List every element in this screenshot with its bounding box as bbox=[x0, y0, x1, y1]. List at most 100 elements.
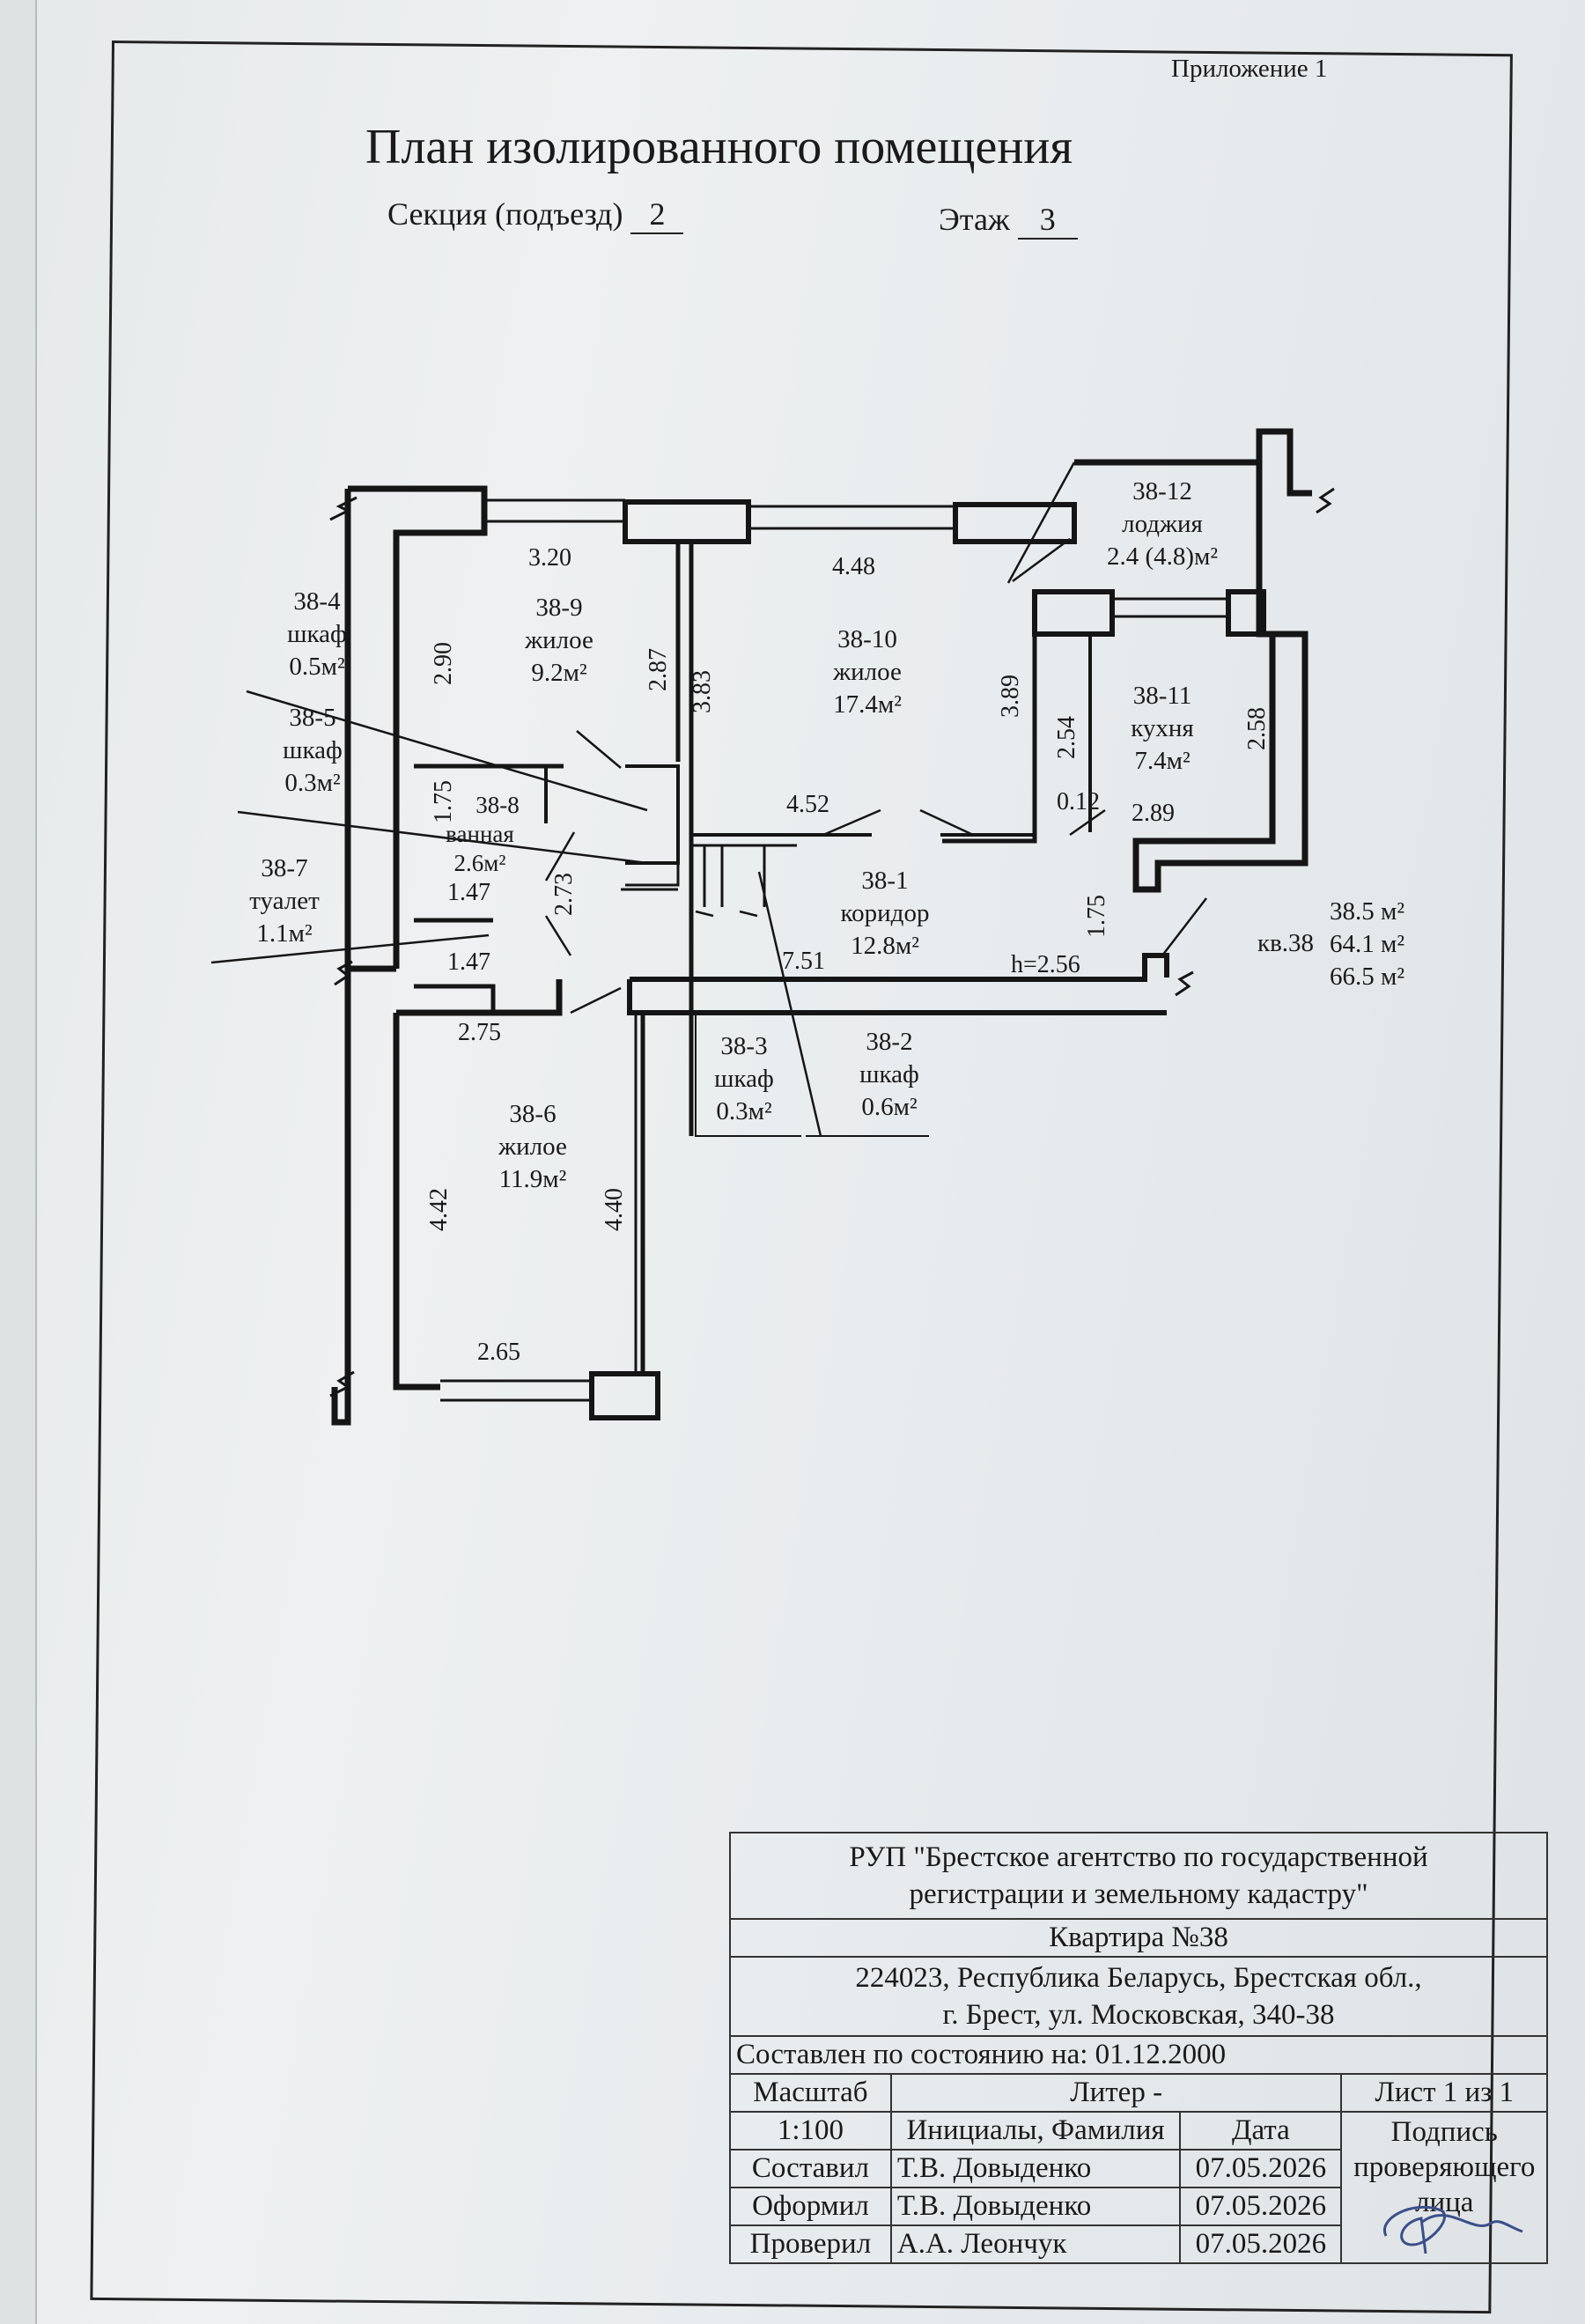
door-swing bbox=[739, 910, 758, 918]
room-id: 38-8 bbox=[476, 792, 520, 818]
room-38-7-label: 38-7 туалет 1.1м² bbox=[227, 852, 342, 950]
signature-cell: Подпись проверяющего лица bbox=[1340, 2111, 1548, 2264]
dimension: 2.89 bbox=[1132, 800, 1175, 827]
wall-north bbox=[348, 485, 488, 969]
dimension: 1.75 bbox=[1083, 895, 1110, 938]
area-total-with-loggia: 66.5 м² bbox=[1330, 963, 1405, 991]
room-id: 38-9 bbox=[535, 594, 583, 622]
row-name: Т.В. Довыденко bbox=[889, 2187, 1182, 2226]
row-role: Составил bbox=[729, 2149, 892, 2188]
notebook-edge bbox=[0, 0, 37, 2324]
door-swing bbox=[544, 831, 576, 882]
door-swing bbox=[544, 915, 572, 956]
sheet-label: Лист 1 из 1 bbox=[1340, 2073, 1548, 2113]
room-name: шкаф bbox=[859, 1060, 919, 1088]
row-name: А.А. Леончук bbox=[889, 2224, 1182, 2264]
room-id: 38-2 bbox=[866, 1028, 913, 1056]
door-swing bbox=[919, 808, 974, 837]
door-swing bbox=[695, 910, 714, 918]
leader-line bbox=[237, 810, 648, 865]
room-area: 9.2м² bbox=[531, 659, 587, 687]
loggia-wall bbox=[1074, 428, 1312, 497]
wall-pier bbox=[1226, 589, 1266, 637]
room-name: шкаф bbox=[287, 620, 347, 648]
room-area: 0.3м² bbox=[716, 1097, 772, 1125]
row-name: Т.В. Довыденко bbox=[889, 2149, 1182, 2188]
dimension: 4.48 bbox=[832, 553, 875, 580]
address-line: г. Брест, ул. Московская, 340-38 bbox=[942, 1999, 1335, 2031]
floor-label: Этаж bbox=[939, 202, 1010, 237]
section-label: Секция (подъезд) bbox=[387, 196, 623, 232]
room-area: 0.3м² bbox=[284, 769, 341, 797]
wall-pier bbox=[1032, 589, 1115, 637]
area-total: 64.1 м² bbox=[1330, 930, 1405, 958]
floor-value: 3 bbox=[1017, 201, 1078, 240]
dimension: 2.73 bbox=[550, 873, 578, 916]
date-column-header: Дата bbox=[1179, 2111, 1343, 2151]
row-role: Оформил bbox=[729, 2187, 892, 2226]
organization-line: регистрации и земельному кадастру" bbox=[909, 1878, 1368, 1910]
room-38-8-label: 38-8 ванная 2.6м² bbox=[431, 791, 528, 878]
section-field: Секция (подъезд) 2 bbox=[387, 196, 684, 234]
table-row: Составил Т.В. Довыденко 07.05.2026 bbox=[729, 2149, 1547, 2188]
wall-corridor-south bbox=[627, 953, 1169, 1015]
door-swing bbox=[1069, 808, 1106, 837]
leader-line bbox=[246, 690, 648, 812]
room-38-9-label: 38-9 жилое 9.2м² bbox=[506, 592, 612, 690]
room-name: кухня bbox=[1131, 714, 1194, 742]
room-id: 38-7 bbox=[261, 854, 308, 882]
state-cell: Составлен по состоянию на: 01.12.2000 bbox=[729, 2035, 1548, 2075]
room-id: 38-12 bbox=[1132, 477, 1192, 505]
dimension: 3.83 bbox=[689, 670, 716, 713]
room-38-2-label: 38-2 шкаф 0.6м² bbox=[841, 1026, 938, 1124]
break-mark bbox=[1175, 970, 1194, 997]
dimension: 2.54 bbox=[1053, 716, 1080, 759]
signature-header: Подпись проверяющего лица bbox=[1353, 2116, 1536, 2218]
dimension: 4.40 bbox=[601, 1188, 628, 1231]
table-row: Проверил А.А. Леончук 07.05.2026 bbox=[729, 2224, 1547, 2264]
dimension: 4.42 bbox=[425, 1188, 453, 1231]
wall-bedroom-west bbox=[393, 1013, 440, 1391]
scale-value: 1:100 bbox=[729, 2111, 892, 2151]
area-living: 38.5 м² bbox=[1330, 897, 1405, 926]
room-area: 2.6м² bbox=[453, 850, 506, 876]
room-id: 38-11 bbox=[1132, 682, 1192, 710]
break-mark bbox=[329, 1370, 355, 1398]
dimension: 1.47 bbox=[447, 948, 490, 976]
room-area: 12.8м² bbox=[851, 932, 919, 960]
wall-pier bbox=[953, 502, 1077, 544]
row-date: 07.05.2026 bbox=[1179, 2224, 1343, 2264]
closet-leader bbox=[695, 1013, 929, 1137]
title-block: РУП "Брестское агентство по государствен… bbox=[729, 1832, 1548, 2307]
leader-line bbox=[1006, 461, 1076, 584]
room-38-4-label: 38-4 шкаф 0.5м² bbox=[269, 586, 365, 683]
dimension: 1.47 bbox=[447, 879, 490, 906]
scale-label: Масштаб bbox=[729, 2073, 892, 2113]
room-area: 2.4 (4.8)м² bbox=[1106, 542, 1219, 571]
room-name: шкаф bbox=[283, 736, 343, 764]
room-area: 7.4м² bbox=[1134, 747, 1191, 775]
dimension: 3.89 bbox=[997, 675, 1024, 718]
door-swing bbox=[822, 808, 881, 837]
table-row: Оформил Т.В. Довыденко 07.05.2026 bbox=[729, 2187, 1547, 2226]
door-swing bbox=[576, 730, 622, 769]
room-area: 17.4м² bbox=[833, 690, 902, 719]
room-38-12-label: 38-12 лоджия 2.4 (4.8)м² bbox=[1092, 476, 1233, 573]
room-38-10-label: 38-10 жилое 17.4м² bbox=[810, 623, 925, 721]
room-38-11-label: 38-11 кухня 7.4м² bbox=[1110, 680, 1215, 778]
signature bbox=[1383, 2205, 1523, 2254]
ceiling-height: h=2.56 bbox=[1011, 951, 1080, 978]
state-label: Составлен по состоянию на: bbox=[736, 2039, 1088, 2070]
room-id: 38-4 bbox=[293, 587, 341, 616]
leader-line bbox=[757, 871, 822, 1137]
room-area: 0.5м² bbox=[289, 653, 345, 681]
apartment-number: кв.38 bbox=[1257, 929, 1315, 957]
room-38-1-label: 38-1 коридор 12.8м² bbox=[828, 865, 942, 963]
wall-kitchen bbox=[942, 634, 1037, 844]
state-date: 01.12.2000 bbox=[1095, 2039, 1227, 2070]
room-name: коридор bbox=[840, 899, 930, 927]
organization-line: РУП "Брестское агентство по государствен… bbox=[849, 1841, 1428, 1873]
wall-bath-door bbox=[544, 764, 680, 865]
address-cell: 224023, Республика Беларусь, Брестская о… bbox=[729, 1956, 1548, 2037]
dimension: 1.75 bbox=[430, 780, 457, 823]
